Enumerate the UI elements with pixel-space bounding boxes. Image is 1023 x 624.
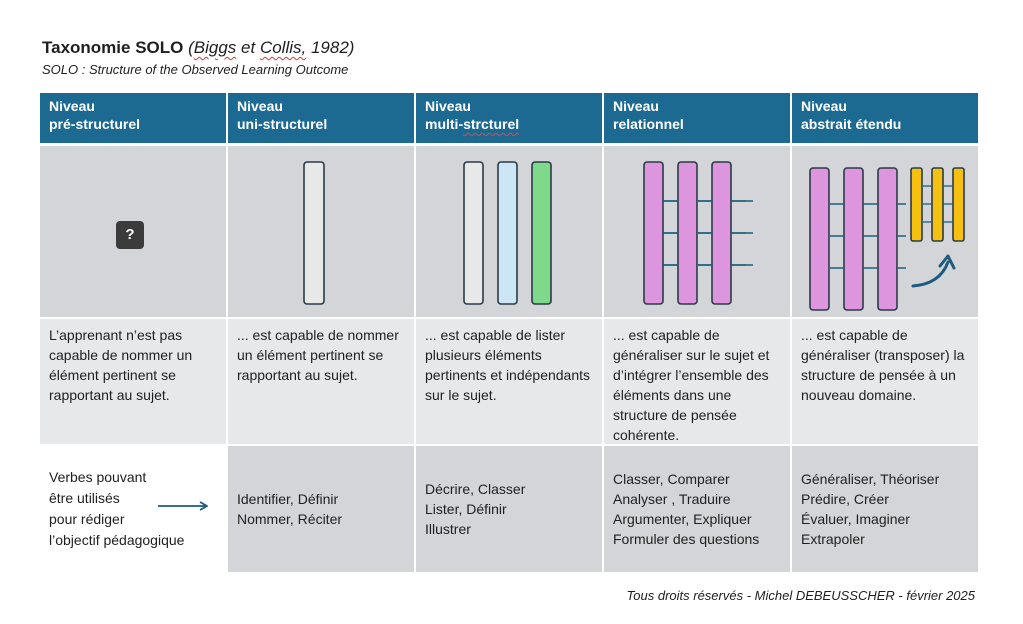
verb-line: Formuler des questions: [613, 531, 760, 547]
description-relational: ... est capable de généraliser sur le su…: [604, 319, 790, 444]
header-unistructural: Niveau uni-structurel: [228, 93, 414, 143]
verbs-relational: Classer, Comparer Analyser , Traduire Ar…: [604, 446, 790, 572]
icon-cell-prestructural: ?: [40, 146, 226, 317]
verb-line: Classer, Comparer: [613, 471, 730, 487]
misspelled-word: strcturel: [463, 116, 520, 132]
three-separate-bars-icon: [463, 161, 552, 305]
description-unistructural: ... est capable de nommer un élément per…: [228, 319, 414, 444]
verb-line: Extrapoler: [801, 531, 865, 547]
right-arrow-icon: [158, 501, 208, 511]
verbs-label: Verbes pouvant être utilisés pour rédige…: [40, 446, 226, 572]
header-extended-abstract: Niveau abstrait étendu: [792, 93, 978, 143]
verb-line: Nommer, Réciter: [237, 511, 343, 527]
verb-line: Argumenter, Expliquer: [613, 511, 752, 527]
page-subtitle: SOLO : Structure of the Observed Learnin…: [42, 62, 349, 77]
verb-line: Identifier, Définir: [237, 491, 339, 507]
single-bar-icon: [303, 161, 325, 305]
verb-line: Lister, Définir: [425, 501, 507, 517]
transfer-arrow-icon: [911, 260, 950, 288]
citation-author-biggs: Biggs: [193, 38, 237, 57]
copyright-footer: Tous droits réservés - Michel DEBEUSSCHE…: [626, 588, 975, 603]
icon-cell-relational: [604, 146, 790, 317]
connected-bars-icon: [643, 161, 753, 305]
description-multistructural: ... est capable de lister plusieurs élém…: [416, 319, 602, 444]
icon-cell-unistructural: [228, 146, 414, 317]
title-citation: (Biggs et Collis, 1982): [188, 38, 355, 57]
description-prestructural: L’apprenant n’est pas capable de nommer …: [40, 319, 226, 444]
page-title: Taxonomie SOLO (Biggs et Collis, 1982): [42, 38, 354, 58]
description-extended-abstract: ... est capable de généraliser (transpos…: [792, 319, 978, 444]
connected-bars-transfer-icon: [809, 167, 965, 311]
verb-line: Évaluer, Imaginer: [801, 511, 910, 527]
verb-line: Prédire, Créer: [801, 491, 889, 507]
header-prestructural: Niveau pré-structurel: [40, 93, 226, 143]
verb-line: Analyser , Traduire: [613, 491, 731, 507]
title-main: Taxonomie SOLO: [42, 38, 184, 57]
verbs-extended-abstract: Généraliser, Théoriser Prédire, Créer Év…: [792, 446, 978, 572]
verbs-multistructural: Décrire, Classer Lister, Définir Illustr…: [416, 446, 602, 572]
verbs-unistructural: Identifier, Définir Nommer, Réciter: [228, 446, 414, 572]
header-relational: Niveau relationnel: [604, 93, 790, 143]
header-multistructural: Niveau multi-strcturel: [416, 93, 602, 143]
solo-table: Niveau pré-structurel Niveau uni-structu…: [40, 93, 978, 572]
verb-line: Décrire, Classer: [425, 481, 526, 497]
citation-author-collis: Collis,: [259, 38, 307, 57]
verb-line: Illustrer: [425, 521, 471, 537]
icon-cell-multistructural: [416, 146, 602, 317]
verb-line: Généraliser, Théoriser: [801, 471, 940, 487]
question-mark-icon: ?: [116, 221, 144, 249]
icon-cell-extended-abstract: [792, 146, 978, 317]
